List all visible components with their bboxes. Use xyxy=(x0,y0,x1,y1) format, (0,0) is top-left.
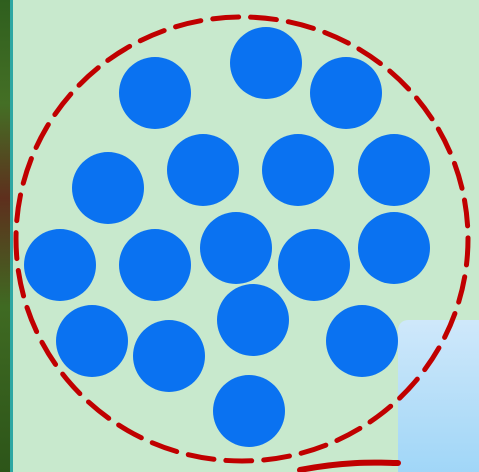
particle xyxy=(217,284,289,356)
particle xyxy=(167,134,239,206)
particle xyxy=(133,320,205,392)
particle xyxy=(24,229,96,301)
particle xyxy=(119,57,191,129)
particle xyxy=(119,229,191,301)
particle xyxy=(326,305,398,377)
particle xyxy=(56,305,128,377)
particle xyxy=(262,134,334,206)
particle xyxy=(230,27,302,99)
overlay-card-arrow xyxy=(300,463,398,470)
particle xyxy=(200,212,272,284)
particle xyxy=(72,152,144,224)
particle xyxy=(213,375,285,447)
particle xyxy=(310,57,382,129)
particle xyxy=(358,134,430,206)
particle xyxy=(358,212,430,284)
particle xyxy=(278,229,350,301)
